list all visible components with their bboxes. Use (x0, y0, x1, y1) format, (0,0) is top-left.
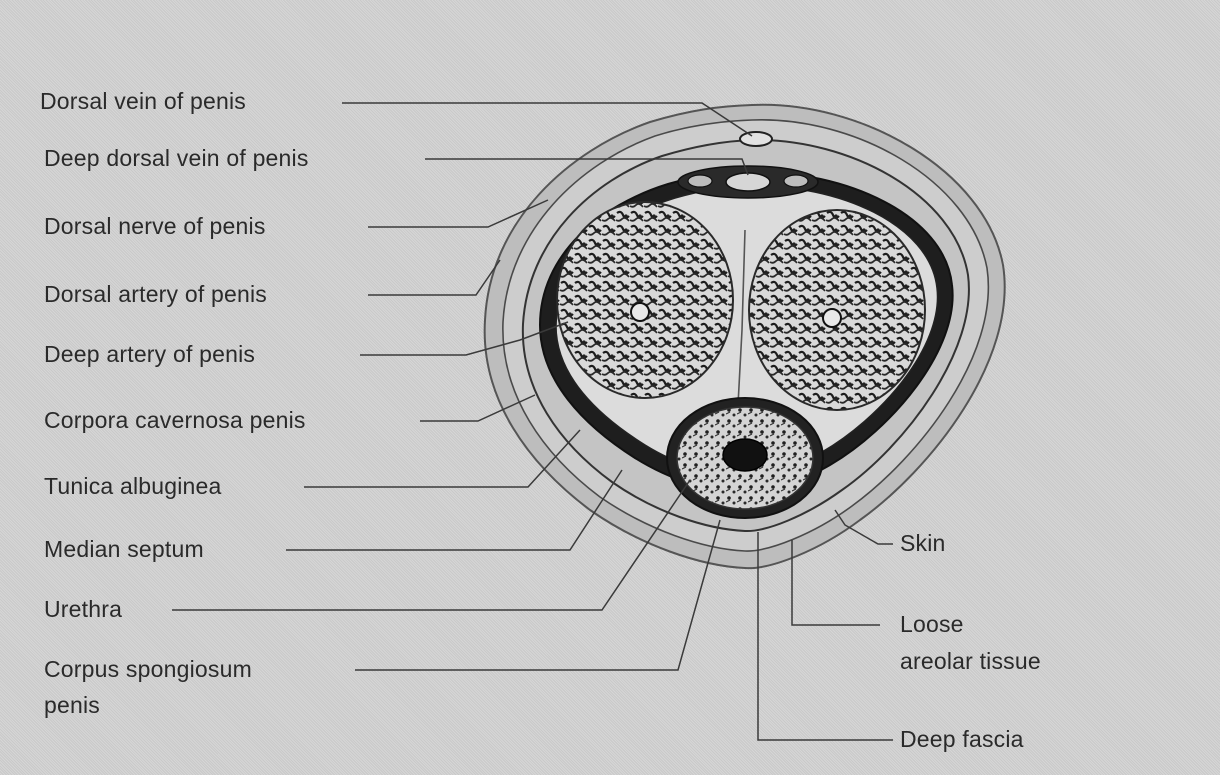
label-dorsal-artery: Dorsal artery of penis (44, 281, 267, 309)
label-deep-artery: Deep artery of penis (44, 341, 255, 369)
label-tunica-albuginea: Tunica albuginea (44, 473, 222, 501)
label-loose-areolar-line2: areolar tissue (900, 648, 1041, 676)
label-loose-areolar: Loose (900, 611, 964, 639)
label-deep-dorsal-vein: Deep dorsal vein of penis (44, 145, 309, 173)
label-dorsal-vein: Dorsal vein of penis (40, 88, 246, 116)
dorsal-vein (740, 132, 772, 146)
label-urethra: Urethra (44, 596, 122, 624)
label-skin: Skin (900, 530, 946, 558)
label-corpus-spongiosum-line2: penis (44, 692, 100, 720)
urethra-lumen (723, 439, 767, 471)
label-deep-fascia: Deep fascia (900, 726, 1024, 754)
deep-artery-left (631, 303, 649, 321)
label-corpora-cavernosa: Corpora cavernosa penis (44, 407, 306, 435)
corpus-cavernosum-left (557, 202, 733, 398)
deep-artery-right (823, 309, 841, 327)
label-median-septum: Median septum (44, 536, 204, 564)
label-corpus-spongiosum: Corpus spongiosum (44, 656, 252, 684)
label-dorsal-nerve: Dorsal nerve of penis (44, 213, 266, 241)
